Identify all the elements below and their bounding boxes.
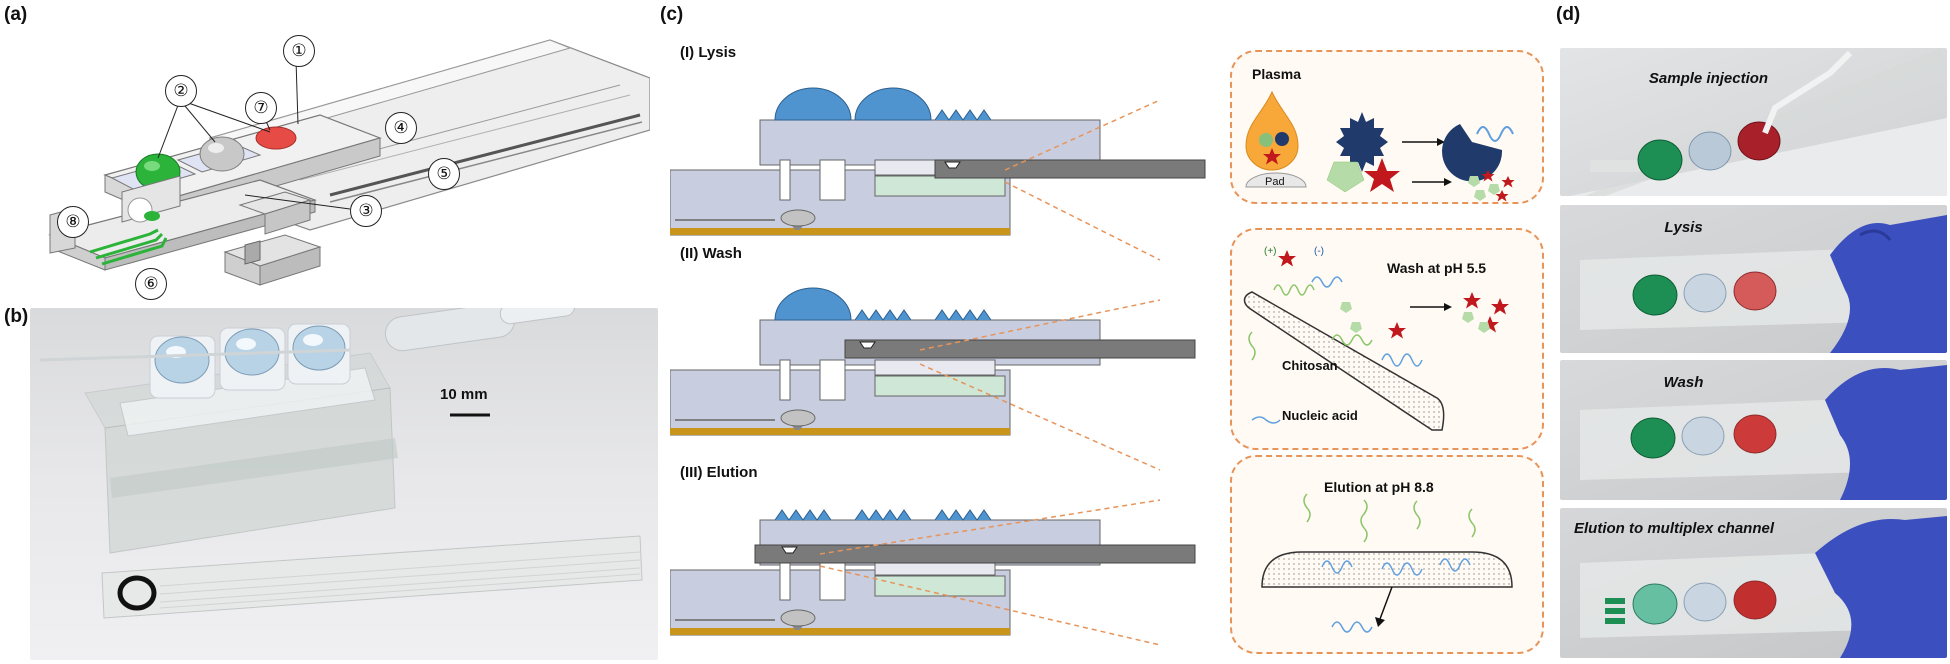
panel-b-label: (b) — [4, 306, 29, 327]
chitosan-label: Chitosan — [1282, 358, 1338, 373]
minus-charge: (-) — [1314, 246, 1324, 257]
callout-6: ⑥ — [135, 268, 167, 300]
photo-sample-injection: Sample injection — [1560, 48, 1947, 196]
stage-elution-title: (III) Elution — [680, 464, 758, 481]
plus-charge: (+) — [1264, 246, 1277, 257]
photo-wash: Wash — [1560, 360, 1947, 500]
scale-bar-label: 10 mm — [440, 386, 488, 403]
lysis-bubble-art — [1245, 90, 1515, 202]
photo-elution-art — [1580, 516, 1947, 658]
panel-a-label: (a) — [4, 4, 28, 25]
caption-lysis: Lysis — [1664, 219, 1703, 236]
caption-elution: Elution to multiplex channel — [1574, 520, 1775, 537]
elution-title: Elution at pH 8.8 — [1324, 479, 1434, 495]
elution-bubble-art — [1261, 493, 1513, 633]
photo-sample-injection-art — [1569, 48, 1947, 196]
photo-elution: Elution to multiplex channel — [1560, 508, 1947, 658]
photo-wash-art — [1580, 365, 1947, 500]
callout-7: ⑦ — [245, 92, 277, 124]
wash-bubble-art — [1243, 250, 1509, 431]
callout-3: ③ — [350, 195, 382, 227]
lysis-bubble: Plasma Pad — [1230, 50, 1544, 204]
callout-5: ⑤ — [428, 158, 460, 190]
wash-title: Wash at pH 5.5 — [1387, 260, 1487, 276]
device-photo: 10 mm — [30, 308, 658, 660]
callout-4: ④ — [385, 112, 417, 144]
stage-lysis-title: (I) Lysis — [680, 44, 737, 61]
photo-lysis: Lysis — [1560, 205, 1947, 353]
callout-2: ② — [165, 75, 197, 107]
stage-wash-title: (II) Wash — [680, 245, 742, 262]
panel-c-label: (c) — [660, 4, 684, 25]
caption-wash: Wash — [1663, 374, 1704, 391]
elution-bubble: Elution at pH 8.8 — [1230, 455, 1544, 654]
pad-label: Pad — [1265, 176, 1285, 188]
caption-sample-injection: Sample injection — [1648, 70, 1769, 87]
panel-d-label: (d) — [1556, 4, 1581, 25]
wash-bubble: Wash at pH 5.5 (+) (-) Chitosan Nucleic … — [1230, 228, 1544, 450]
device-photo-art — [39, 308, 643, 619]
photo-lysis-art — [1580, 215, 1947, 353]
callout-1: ① — [283, 35, 315, 67]
callout-8: ⑧ — [57, 206, 89, 238]
plasma-label: Plasma — [1252, 66, 1302, 82]
cross-section-diagrams — [670, 87, 1206, 646]
nucleic-acid-label: Nucleic acid — [1282, 408, 1358, 423]
